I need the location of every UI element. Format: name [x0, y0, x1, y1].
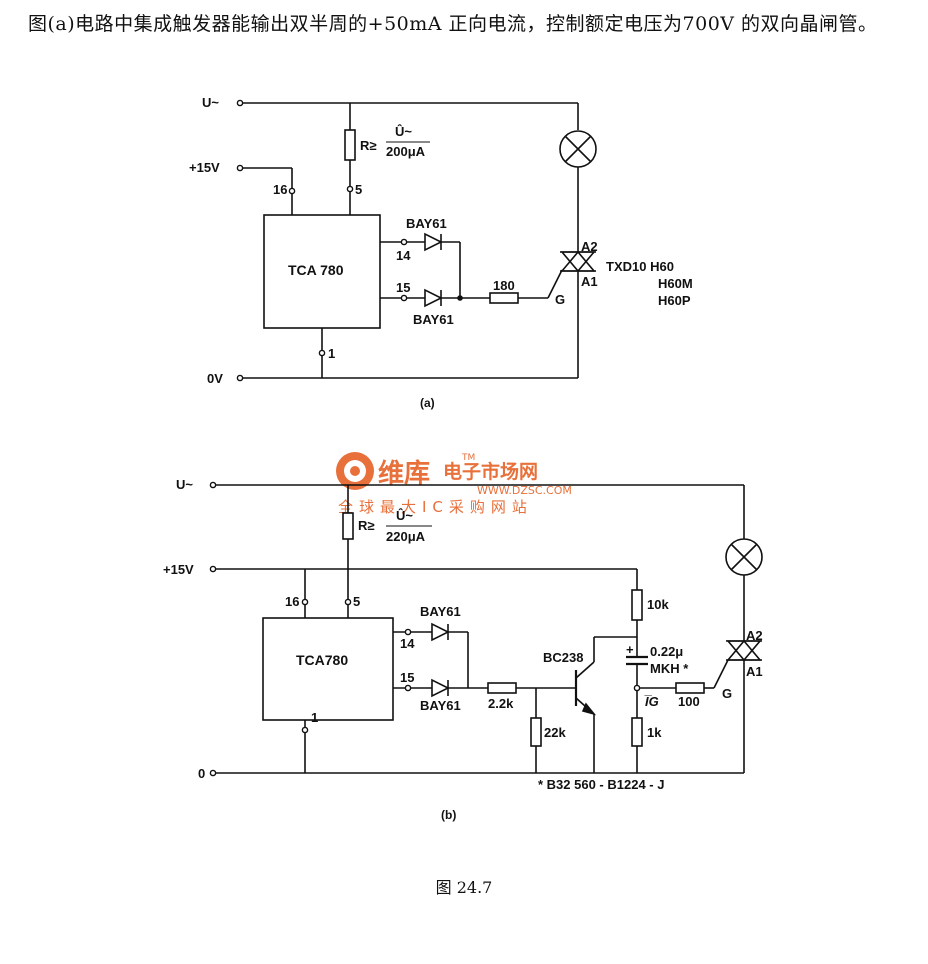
watermark-tm: TM	[461, 453, 475, 463]
resistor-10k-b	[631, 589, 643, 621]
resistor-r-b	[342, 512, 354, 540]
resistor-r-label-a: R≥	[360, 138, 377, 153]
triac-type-2: H60M	[658, 276, 693, 291]
figure-caption: 图 24.7	[435, 878, 493, 897]
supply-ac-a: U~	[202, 95, 219, 110]
pulldown-resistor-b: 22k	[544, 725, 566, 740]
resistor-r-num-b: Û~	[396, 508, 413, 523]
watermark-site: 电子市场网	[443, 460, 538, 483]
pin5-a: 5	[355, 182, 362, 197]
diode-top-a	[424, 232, 443, 252]
resistor-1k-b	[631, 717, 643, 747]
transistor-label: BC238	[543, 650, 583, 665]
diode-top-label-b: BAY61	[420, 604, 461, 619]
resistor-100-b	[675, 682, 705, 694]
pin1-a: 1	[328, 346, 335, 361]
resistor-r-a	[344, 129, 356, 161]
capacitor-value: 0.22μ	[650, 644, 683, 659]
gate-current-label: I̅G	[644, 694, 659, 709]
ic-name-a: TCA 780	[288, 262, 344, 278]
resistor-r-den-b: 220μA	[386, 529, 426, 544]
pin15-b: 15	[400, 670, 414, 685]
triac-a	[560, 251, 596, 273]
resistor-22k-b	[530, 717, 542, 747]
resistor-r-den-a: 200μA	[386, 144, 426, 159]
watermark: 维库 电子市场网 TM WWW.DZSC.COM 全球最大IC采购网站	[336, 452, 572, 516]
tca780-b	[262, 617, 394, 721]
pin14-b: 14	[400, 636, 415, 651]
diode-bottom-label-b: BAY61	[420, 698, 461, 713]
pin5-b: 5	[353, 594, 360, 609]
pin16-a: 16	[273, 182, 287, 197]
triac-type-1: TXD10 H60	[606, 259, 674, 274]
capacitor-plus: +	[626, 642, 634, 657]
collector-resistor-b: 10k	[647, 597, 669, 612]
footnote-b: * B32 560 - B1224 - J	[538, 777, 664, 792]
triac-a2-a: A2	[581, 239, 598, 254]
gate-resistor-b: 100	[678, 694, 700, 709]
diode-bottom-b	[431, 678, 450, 698]
resistor-r-num-a: Û~	[395, 124, 412, 139]
capacitor-type: MKH *	[650, 661, 689, 676]
ground-b: 0	[198, 766, 205, 781]
triac-type-3: H60P	[658, 293, 691, 308]
pin16-b: 16	[285, 594, 299, 609]
triac-a1-a: A1	[581, 274, 598, 289]
supply-15v-a: +15V	[189, 160, 220, 175]
diode-bottom-a	[424, 288, 443, 308]
watermark-url: WWW.DZSC.COM	[477, 484, 572, 497]
pin15-a: 15	[396, 280, 410, 295]
diode-bottom-label-a: BAY61	[413, 312, 454, 327]
pin14-a: 14	[396, 248, 411, 263]
circuit-a-labels: U~ +15V 0V TCA 780 16 5 14 15 1 R≥ Û~ 20…	[189, 95, 693, 410]
circuit-b	[209, 481, 763, 777]
gate-label-b: G	[722, 686, 732, 701]
supply-15v-b: +15V	[163, 562, 194, 577]
sub-caption-a: (a)	[420, 396, 435, 410]
ic-name-b: TCA780	[296, 652, 348, 668]
gate-label-a: G	[555, 292, 565, 307]
sub-caption-b: (b)	[441, 808, 456, 822]
circuit-a	[236, 99, 597, 382]
ground-a: 0V	[207, 371, 223, 386]
intro-paragraph: 图(a)电路中集成触发器能输出双半周的+50mA 正向电流，控制额定电压为700…	[28, 13, 878, 35]
pin1-b: 1	[311, 710, 318, 725]
triac-a1-b: A1	[746, 664, 763, 679]
watermark-brand: 维库	[378, 458, 430, 489]
emitter-resistor-b: 1k	[647, 725, 662, 740]
triac-a2-b: A2	[746, 628, 763, 643]
base-resistor-b: 2.2k	[488, 696, 514, 711]
circuit-b-labels: U~ +15V 0 TCA780 16 5 14 15 1 R≥ Û~ 220μ…	[163, 477, 763, 822]
resistor-r-label-b: R≥	[358, 518, 375, 533]
diode-top-b	[431, 622, 450, 642]
watermark-slogan: 全球最大IC采购网站	[338, 498, 533, 516]
resistor-2k2-b	[487, 682, 517, 694]
supply-ac-b: U~	[176, 477, 193, 492]
diode-top-label-a: BAY61	[406, 216, 447, 231]
triac-b	[726, 640, 762, 662]
gate-resistor-a: 180	[493, 278, 515, 293]
resistor-180-a	[489, 292, 519, 304]
